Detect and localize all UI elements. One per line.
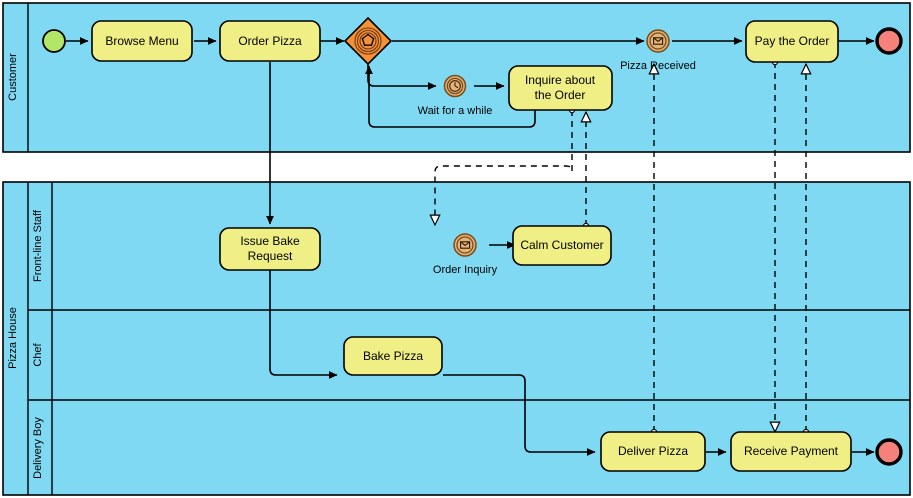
gateway-pentagon-icon [361,33,375,46]
event-end-customer[interactable] [875,27,903,55]
task-inquire-about-the-order[interactable]: Inquire about the Order [508,65,613,111]
task-inquire-label-line2: the Order [535,88,586,102]
task-order-pizza[interactable]: Order Pizza [219,20,321,62]
task-receive-payment[interactable]: Receive Payment [730,431,852,472]
event-wait-for-a-while[interactable]: Wait for a while [418,74,493,118]
message-flow-inquire-to-order-inquiry [435,110,572,225]
pool-pizza-house-label: Pizza House [7,307,19,369]
task-browse-menu-box [91,20,193,62]
event-wait-for-a-while-label: Wait for a while [418,105,493,117]
task-inquire-label-line1: Inquire about [525,73,596,87]
task-browse-menu-label: Browse Menu [105,34,178,48]
lane-front-line-staff-label: Front-line Staff [32,209,44,282]
task-deliver-pizza-label: Deliver Pizza [618,444,688,458]
task-receive-payment-label: Receive Payment [744,444,839,458]
task-inquire-box [508,65,613,111]
task-calm-customer-label: Calm Customer [520,238,603,252]
lane-chef-label: Chef [32,342,44,366]
end-event-icon [875,27,903,55]
envelope-flap-icon [653,37,663,43]
sequence-flows [66,37,875,456]
gateway-mid-ring-icon [356,29,380,53]
gateway-inner-ring-icon [359,32,377,50]
pool-customer-label: Customer [7,53,19,101]
event-pizza-received[interactable]: Pizza Received [620,29,696,72]
task-pay-the-order-box [745,20,839,63]
event-order-inquiry[interactable]: Order Inquiry [433,233,498,276]
flow-bake-pizza-to-deliver-pizza [443,374,596,456]
task-receive-payment-box [730,431,852,472]
gateway-outer-ring-icon [354,27,382,55]
task-order-pizza-label: Order Pizza [238,34,302,48]
task-calm-customer-box [512,225,612,266]
lane-delivery-boy-label: Delivery Boy [32,417,44,479]
order-inquiry-envelope-flap-icon [460,241,470,247]
event-start[interactable] [42,29,66,53]
task-issue-bake-request-box [219,227,321,271]
task-issue-bake-request[interactable]: Issue Bake Request [219,227,321,271]
flow-issue-bake-request-to-bake-pizza [269,270,338,379]
task-calm-customer[interactable]: Calm Customer [512,225,612,266]
task-bake-pizza-box [343,336,443,376]
task-order-pizza-box [219,20,321,62]
task-pay-the-order-label: Pay the Order [755,34,830,48]
event-order-inquiry-label: Order Inquiry [433,264,498,276]
task-bake-pizza[interactable]: Bake Pizza [343,336,443,376]
timer-clock-face-icon [449,80,461,92]
timer-clock-hands-icon [454,82,459,89]
task-browse-menu[interactable]: Browse Menu [91,20,193,62]
task-issue-bake-request-label-line1: Issue Bake [240,234,300,248]
start-event-icon [42,29,66,53]
end-event-delivery-icon [875,438,903,466]
event-pizza-received-label: Pizza Received [620,60,696,72]
task-pay-the-order[interactable]: Pay the Order [745,20,839,63]
event-end-delivery[interactable] [875,438,903,466]
task-issue-bake-request-label-line2: Request [248,249,293,263]
event-based-gateway[interactable] [343,16,393,66]
task-deliver-pizza[interactable]: Deliver Pizza [600,431,706,472]
message-flows [435,62,806,432]
task-bake-pizza-label: Bake Pizza [363,349,423,363]
task-deliver-pizza-box [600,431,706,472]
